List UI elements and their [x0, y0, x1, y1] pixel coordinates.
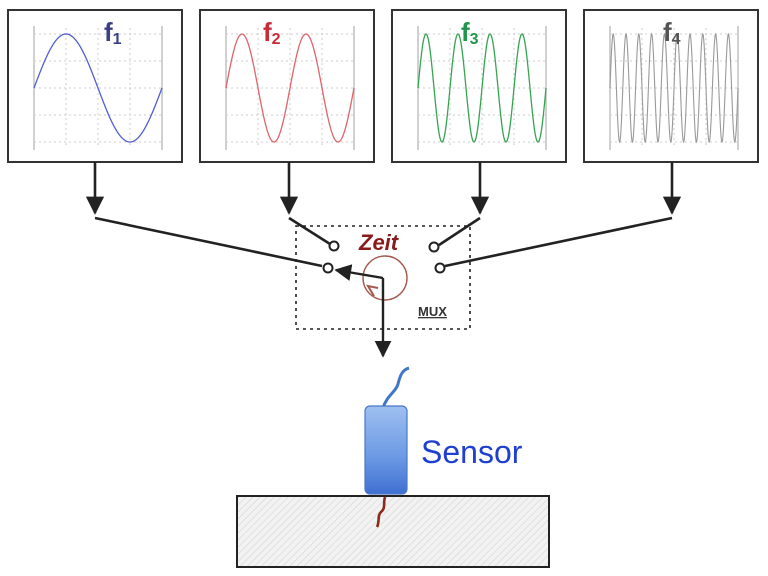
- sensor-cable: [381, 366, 410, 409]
- switch-wiper: [334, 264, 392, 358]
- panel-f1: f1: [7, 9, 183, 163]
- zeit-label: Zeit: [358, 230, 400, 255]
- waveform-f2: [225, 33, 355, 143]
- crack: [375, 496, 387, 528]
- panel-grid: [33, 26, 163, 150]
- contact-f3: [428, 241, 440, 253]
- waveform-f1: [33, 33, 163, 143]
- panel-label-f4: f4: [663, 17, 681, 48]
- wire-f2: [288, 216, 331, 246]
- rotation-circle: [362, 255, 408, 301]
- panel-f2: f2: [199, 9, 375, 163]
- signal-lines: [85, 162, 682, 268]
- panel-label-f2: f2: [263, 17, 281, 48]
- wire-f1: [94, 216, 323, 268]
- panel-label-f3: f3: [461, 17, 479, 48]
- wire-f3: [438, 216, 481, 247]
- contact-f2: [328, 240, 340, 252]
- switch-contacts: [322, 240, 446, 274]
- rotation-arrow-icon: [365, 284, 379, 297]
- sensor-body: [364, 405, 408, 495]
- waveform-f3: [417, 33, 547, 143]
- contact-f1: [322, 262, 334, 274]
- waveform-f4: [609, 32, 739, 144]
- sensor-label: Sensor: [421, 434, 523, 470]
- contact-f4: [434, 262, 446, 274]
- panel-f3: f3: [391, 9, 567, 163]
- wire-f4: [444, 216, 673, 268]
- specimen-block: [236, 495, 550, 568]
- panel-f4: f4: [583, 9, 759, 163]
- panel-label-f1: f1: [104, 17, 122, 48]
- mux-label: MUX: [418, 304, 447, 319]
